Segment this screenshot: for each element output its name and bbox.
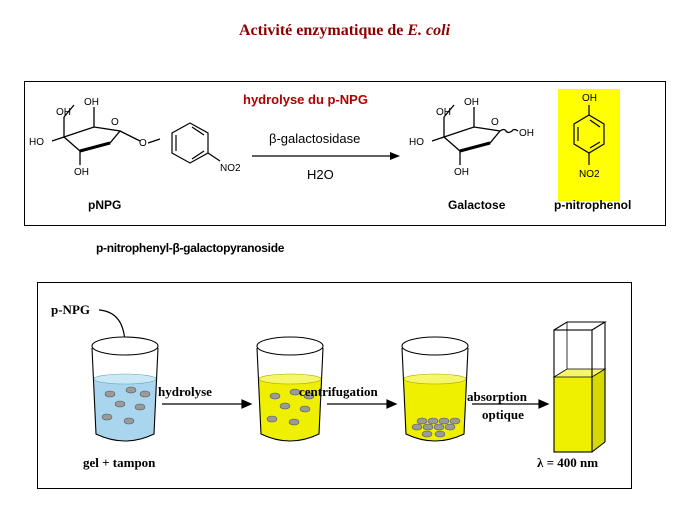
- protocol-diagram: p-NPG hydrolyse centrifugation absorptio…: [51, 302, 607, 470]
- substrate-name: pNPG: [88, 198, 121, 212]
- step3-label-line1: absorption: [467, 389, 528, 404]
- enzyme-label: β-galactosidase: [269, 131, 360, 146]
- atom-label: OH: [454, 167, 469, 178]
- pnpg-sugar-ring: [51, 104, 161, 165]
- atom-label: HO: [29, 137, 44, 148]
- step1-label: hydrolyse: [158, 384, 212, 399]
- atom-label: NO2: [579, 169, 600, 180]
- product2-name: p-nitrophenol: [554, 198, 631, 212]
- beaker-gel: [91, 336, 159, 442]
- title-organism: E. coli: [407, 22, 451, 39]
- atom-label: OH: [436, 107, 451, 118]
- title-main: Activité enzymatique de: [238, 22, 408, 39]
- reagent-label: p-NPG: [51, 302, 90, 317]
- step2-label: centrifugation: [299, 384, 378, 399]
- pnpg-phenyl-ring: [171, 122, 221, 164]
- beaker-hydrolysed: [256, 336, 324, 442]
- atom-label: OH: [74, 167, 89, 178]
- substrate-full-name: p-nitrophenyl-β-galactopyranoside: [96, 241, 285, 255]
- cuvette: [552, 321, 607, 453]
- reaction-label: hydrolyse du p-NPG: [243, 92, 368, 107]
- galactose-ring: [431, 104, 519, 165]
- page-title: Activité enzymatique de E. coli: [0, 22, 689, 40]
- atom-label: OH: [56, 107, 71, 118]
- water-label: H2O: [307, 167, 334, 182]
- reaction-arrowhead: [390, 152, 400, 160]
- step3-label-line2: optique: [482, 407, 524, 422]
- atom-label: OH: [519, 128, 534, 139]
- atom-label: OH: [84, 97, 99, 108]
- beaker-centrifuged: [401, 336, 469, 442]
- wavelength-label: λ = 400 nm: [537, 455, 598, 470]
- product1-name: Galactose: [448, 198, 506, 212]
- atom-label: O: [491, 117, 499, 128]
- atom-label: OH: [582, 93, 597, 104]
- reaction-diagram: OH OH O HO OH O NO2 OH OH O HO OH OH OH …: [29, 89, 631, 212]
- start-label: gel + tampon: [83, 455, 156, 470]
- atom-label: O: [139, 138, 147, 149]
- atom-label: OH: [464, 97, 479, 108]
- atom-label: HO: [409, 137, 424, 148]
- atom-label: NO2: [220, 163, 241, 174]
- p-nitrophenol-ring: [573, 105, 605, 165]
- atom-label: O: [111, 117, 119, 128]
